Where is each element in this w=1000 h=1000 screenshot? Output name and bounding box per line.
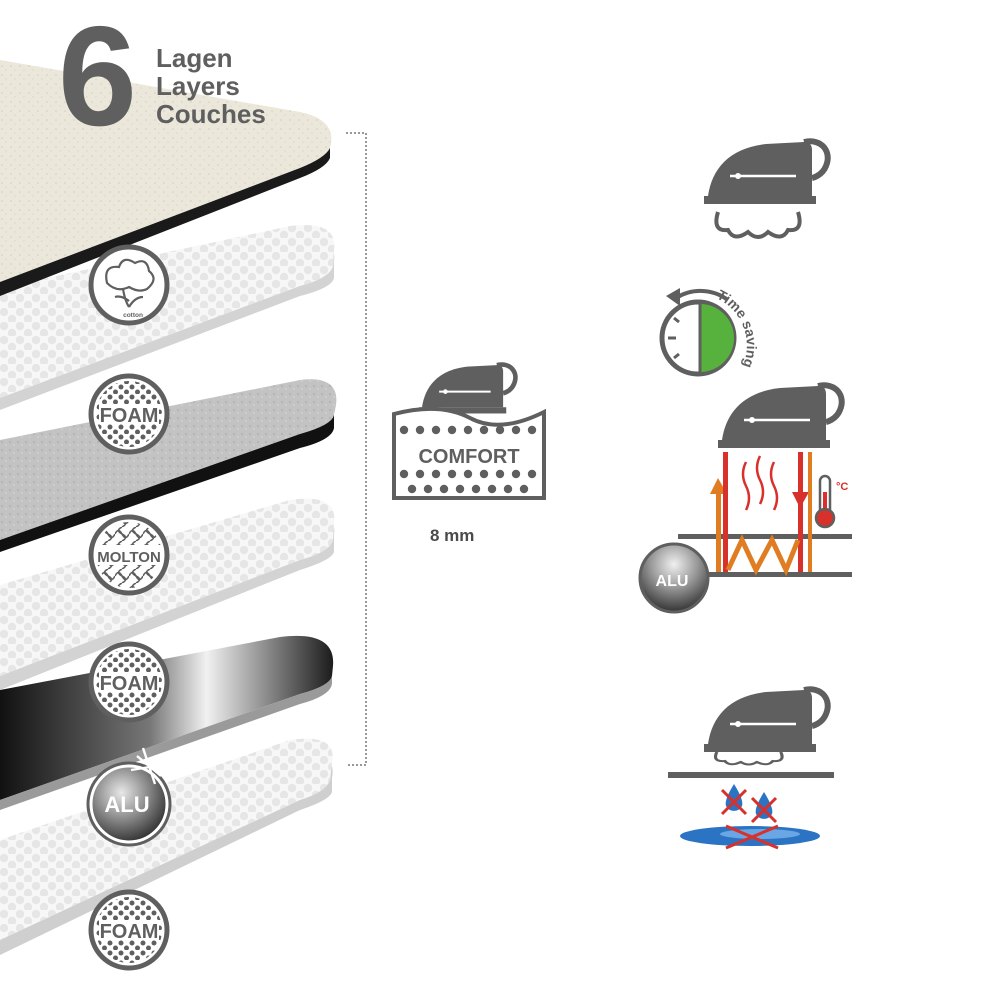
badge-label-cotton: cotton <box>123 312 143 319</box>
label-couches: Couches <box>156 99 266 129</box>
badge-label-alu: ALU <box>104 792 149 817</box>
badge-label-molton: MOLTON <box>97 549 161 566</box>
thermometer-icon <box>814 474 836 529</box>
layer-foam-bottom <box>0 738 333 955</box>
comfort-icon: COMFORT <box>392 365 546 500</box>
comfort-thickness: 8 mm <box>430 526 475 545</box>
layer-foam-middle <box>0 498 335 690</box>
layer-cotton <box>0 60 332 296</box>
label-layers: Layers <box>156 71 240 101</box>
layer-foam-top <box>0 225 335 410</box>
badge-foam-3: FOAM <box>88 889 170 971</box>
badge-label-foam-3: FOAM <box>100 921 159 943</box>
label-lagen: Lagen <box>156 43 233 73</box>
steam-iron-icon <box>704 141 828 239</box>
temperature-unit-label: °C <box>836 481 848 493</box>
cross-icon <box>720 788 779 850</box>
layer-molton <box>0 379 337 552</box>
badge-label-foam-2: FOAM <box>100 673 159 695</box>
layer-alu <box>0 635 334 810</box>
badge-molton: MOLTON <box>88 514 170 596</box>
cotton-flower-icon <box>105 258 155 308</box>
time-saving-icon: Time saving <box>659 286 760 377</box>
badge-foam-1: FOAM <box>88 373 170 455</box>
alu-ball-label: ALU <box>656 573 689 590</box>
comfort-label: COMFORT <box>418 446 519 468</box>
badge-foam-2: FOAM <box>88 641 170 723</box>
badge-alu: ALU <box>86 747 172 847</box>
sparkle-icon <box>130 747 170 785</box>
badge-label-foam-1: FOAM <box>100 405 159 427</box>
moisture-protection-icon <box>668 689 834 850</box>
layer-count-number: 6 <box>58 0 137 156</box>
badge-cotton: cotton <box>88 244 170 326</box>
layers-bracket <box>346 132 367 766</box>
heat-reflection-icon: °C ALU <box>638 385 852 614</box>
